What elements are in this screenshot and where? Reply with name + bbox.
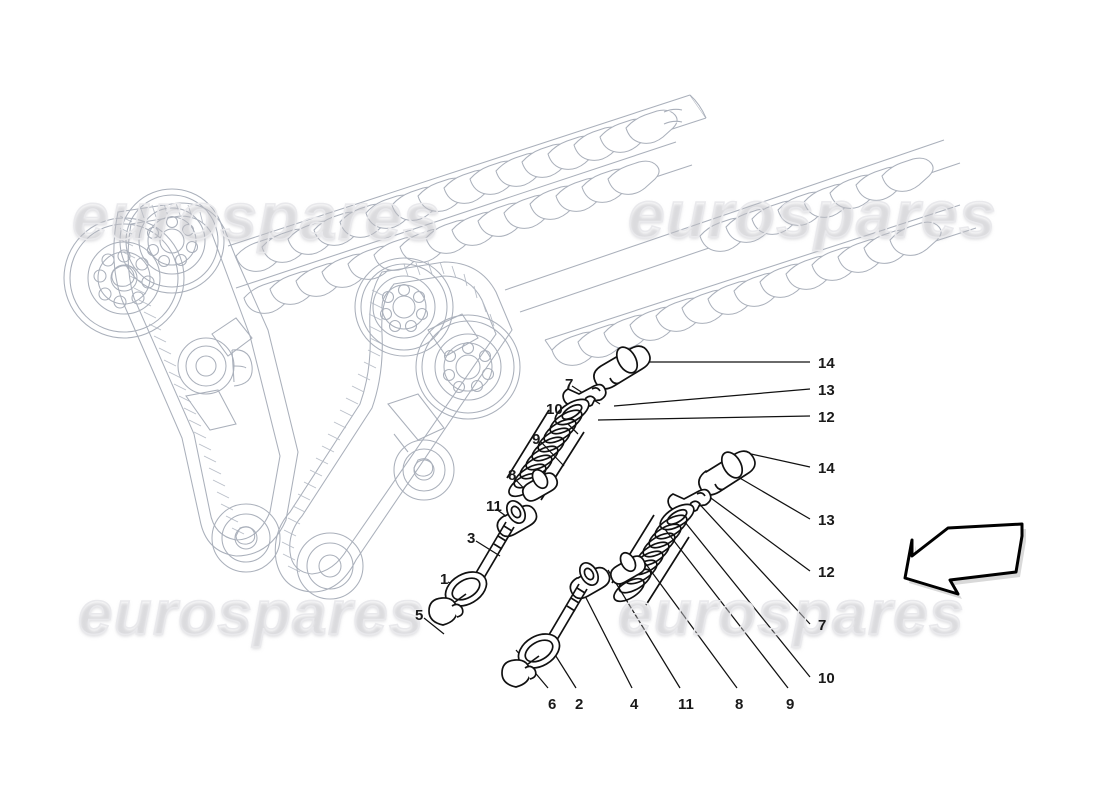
callout-label-2-bottom: 2: [575, 696, 584, 713]
part-14-tappet-a: [593, 345, 651, 390]
camshaft-1: [227, 94, 707, 272]
tensioner-pulley-left: [177, 337, 253, 395]
callout-label-10-right: 10: [818, 670, 835, 687]
timing-belt-assembly-left: [63, 188, 299, 573]
callout-label-8-left: 8: [508, 467, 517, 484]
callout-label-3-left: 3: [467, 530, 476, 547]
callout-label-11-bottom: 11: [678, 696, 694, 713]
callout-label-7-left: 7: [565, 376, 574, 393]
part-3-valve-a: [444, 521, 515, 607]
sprocket-center-upper: [354, 257, 454, 357]
camshaft-4: [504, 139, 961, 313]
callout-label-9-bottom: 9: [786, 696, 795, 713]
callout-label-13-a: 13: [818, 382, 835, 399]
timing-belt-assembly-right: [274, 257, 521, 600]
lower-pulley-right: [296, 532, 364, 600]
callout-label-6-bottom: 6: [548, 696, 557, 713]
direction-arrow: [903, 522, 1026, 599]
callout-label-10-left: 10: [546, 401, 563, 418]
callout-label-4-bottom: 4: [630, 696, 639, 713]
part-6-keeper-b: [501, 659, 537, 688]
sprocket-center-lower: [415, 314, 521, 420]
tensioner-pulley-right: [393, 439, 455, 501]
callout-label-12-a: 12: [818, 409, 835, 426]
callout-label-11-left: 11: [486, 498, 502, 515]
part-14-tappet-b: [698, 450, 756, 496]
sprocket-upper-right: [119, 188, 225, 294]
callout-label-13-b: 13: [818, 512, 835, 529]
callout-label-12-b: 12: [818, 564, 835, 581]
callout-label-14-a: 14: [818, 355, 835, 372]
watermark-top-left: eurospares: [71, 178, 442, 254]
part-10-spring-cap-a: [554, 398, 590, 426]
watermark-top-right: eurospares: [627, 176, 998, 252]
watermark-bottom-right: eurospares: [617, 578, 965, 649]
callout-label-5-left: 5: [415, 607, 424, 624]
part-8-valve-seal-b: [609, 551, 647, 585]
part-8-valve-seal-a: [521, 468, 559, 502]
valve-train-set-b: [501, 450, 756, 688]
part-11-spring-seat-b: [569, 562, 611, 600]
sprocket-upper-left: [63, 217, 185, 339]
valve-train-set-a: [428, 345, 651, 626]
part-11-spring-seat-a: [496, 500, 538, 538]
callout-label-7-right: 7: [818, 617, 827, 634]
part-5-keeper-a: [428, 597, 464, 626]
camshaft-2: [235, 141, 693, 314]
camshafts-group: [227, 94, 977, 366]
callout-label-8-bottom: 8: [735, 696, 744, 713]
watermark-bottom-left: eurospares: [77, 578, 425, 649]
callout-label-14-b: 14: [818, 460, 835, 477]
part-10-spring-cap-b: [659, 503, 695, 531]
camshaft-3: [544, 204, 977, 366]
callout-label-1-left: 1: [440, 571, 449, 588]
callout-label-9-left: 9: [532, 431, 541, 448]
lower-pulley-left: [211, 503, 281, 573]
